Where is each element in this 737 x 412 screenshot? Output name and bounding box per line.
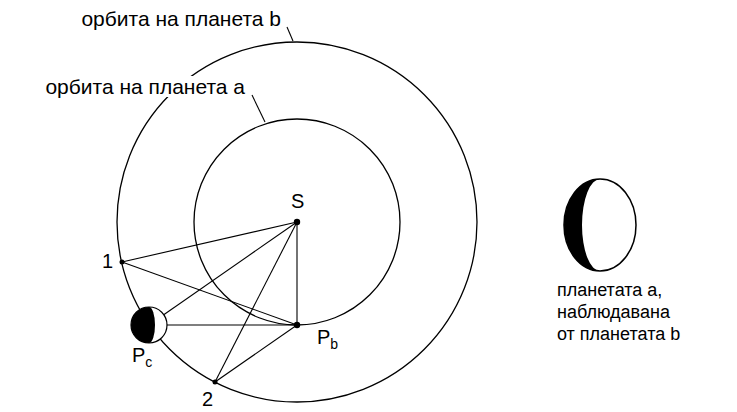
planet-label: P [132, 345, 145, 365]
position-dot [213, 380, 218, 385]
sun-dot [294, 219, 300, 225]
callout-number: 2 [202, 389, 213, 409]
orbit-label: орбита на планета а [43, 76, 247, 97]
leader-line [287, 27, 293, 41]
subscript-label: b [330, 337, 338, 351]
planet-label: P [317, 327, 330, 347]
sight-line [149, 222, 297, 325]
position-dot [120, 260, 125, 265]
sight-line [122, 222, 297, 262]
planet-dot [294, 322, 300, 328]
sight-line [149, 324, 297, 325]
sight-line [215, 222, 297, 382]
caption-label: планетата а, наблюдавана от планетата b [557, 279, 687, 345]
planet-symbol [131, 307, 167, 343]
orbit-label: орбита на планета b [79, 8, 283, 29]
planet-phase [564, 179, 636, 271]
sight-line [296, 222, 297, 325]
callout-number: 1 [102, 251, 113, 271]
subscript-label: c [145, 355, 152, 369]
planet-phase-shadow [564, 179, 600, 271]
leader-line [252, 95, 265, 122]
planet-shadow [131, 307, 155, 343]
inner-orbit [194, 119, 400, 325]
point-label: S [291, 191, 304, 211]
sight-line [215, 325, 297, 382]
